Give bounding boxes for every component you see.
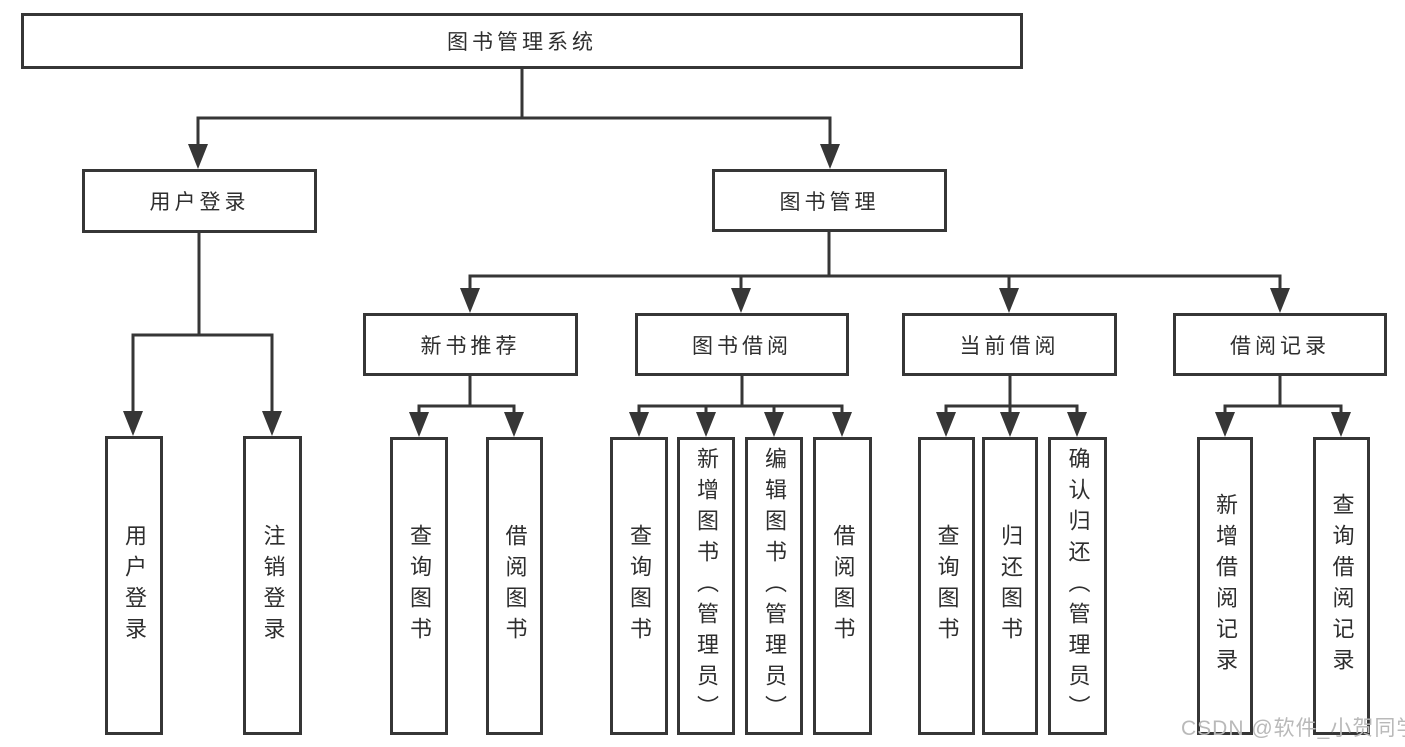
leaf-current-return-books: 归还图书 (982, 437, 1038, 735)
node-new-book-rec: 新书推荐 (363, 313, 578, 376)
leaf-logout: 注销登录 (243, 436, 302, 735)
leaf-borrow-query-books: 查询图书 (610, 437, 668, 735)
arrow-down-icon (1270, 288, 1290, 313)
leaf-records-add-record: 新增借阅记录 (1197, 437, 1253, 735)
leaf-label: 查询图书 (627, 524, 652, 648)
leaf-rec-borrow-books: 借阅图书 (486, 437, 543, 735)
node-book-mgmt: 图书管理 (712, 169, 947, 232)
node-root: 图书管理系统 (21, 13, 1023, 69)
node-book-borrow-label: 图书借阅 (692, 334, 792, 358)
node-borrow-records-label: 借阅记录 (1230, 334, 1330, 358)
leaf-borrow-edit-books-admin: 编辑图书（管理员） (745, 437, 803, 735)
node-borrow-records: 借阅记录 (1173, 313, 1387, 376)
arrow-down-icon (999, 288, 1019, 313)
connector-borrow-to-leaves (637, 376, 844, 414)
node-new-book-rec-label: 新书推荐 (420, 334, 521, 358)
leaf-current-query-books: 查询图书 (918, 437, 975, 735)
arrow-down-icon (820, 144, 840, 169)
leaf-label: 归还图书 (998, 524, 1023, 648)
leaf-label: 借阅图书 (830, 524, 856, 648)
arrow-down-icon (936, 412, 956, 437)
arrowheads (123, 144, 1351, 437)
leaf-label: 新增借阅记录 (1213, 493, 1238, 679)
arrow-down-icon (1331, 412, 1351, 437)
leaf-label: 查询图书 (934, 524, 960, 648)
arrow-down-icon (764, 412, 784, 437)
arrow-down-icon (629, 412, 649, 437)
leaf-borrow-borrow-books: 借阅图书 (813, 437, 872, 735)
arrow-down-icon (409, 412, 429, 437)
leaf-label: 确认归还（管理员） (1065, 446, 1091, 726)
arrow-down-icon (504, 412, 524, 437)
arrow-down-icon (262, 411, 282, 436)
csdn-watermark: CSDN @软件_小贺同学 (1181, 717, 1405, 740)
leaf-current-confirm-return-admin: 确认归还（管理员） (1048, 437, 1107, 735)
node-user-login-label: 用户登录 (149, 191, 250, 214)
leaf-label: 用户登录 (122, 523, 147, 648)
arrow-down-icon (1000, 412, 1020, 437)
connector-current-to-leaves (944, 376, 1079, 414)
leaf-label: 新增图书（管理员） (694, 446, 719, 726)
node-user-login: 用户登录 (82, 169, 317, 233)
arrow-down-icon (1215, 412, 1235, 437)
node-root-label: 图书管理系统 (447, 31, 597, 54)
leaf-records-query-record: 查询借阅记录 (1313, 437, 1370, 735)
node-current-borrow-label: 当前借阅 (959, 334, 1060, 358)
connector-records-to-leaves (1223, 376, 1343, 414)
connector-mgmt-to-level3 (468, 232, 1282, 290)
arrow-down-icon (188, 144, 208, 169)
arrow-down-icon (460, 288, 480, 313)
leaf-label: 借阅图书 (502, 524, 528, 648)
leaf-label: 查询借阅记录 (1329, 493, 1355, 679)
leaf-borrow-add-books-admin: 新增图书（管理员） (677, 437, 735, 735)
connector-login-to-leaves (131, 233, 274, 412)
arrow-down-icon (832, 412, 852, 437)
arrow-down-icon (696, 412, 716, 437)
connector-root-to-level2 (196, 69, 832, 145)
leaf-label: 注销登录 (260, 523, 286, 648)
node-book-borrow: 图书借阅 (635, 313, 849, 376)
arrow-down-icon (731, 288, 751, 313)
leaf-label: 查询图书 (407, 524, 432, 648)
node-current-borrow: 当前借阅 (902, 313, 1117, 376)
connector-rec-to-leaves (417, 376, 516, 414)
leaf-label: 编辑图书（管理员） (762, 446, 787, 726)
arrow-down-icon (1067, 412, 1087, 437)
leaf-rec-query-books: 查询图书 (390, 437, 448, 735)
arrow-down-icon (123, 411, 143, 436)
node-book-mgmt-label: 图书管理 (779, 190, 880, 214)
leaf-user-login: 用户登录 (105, 436, 163, 735)
